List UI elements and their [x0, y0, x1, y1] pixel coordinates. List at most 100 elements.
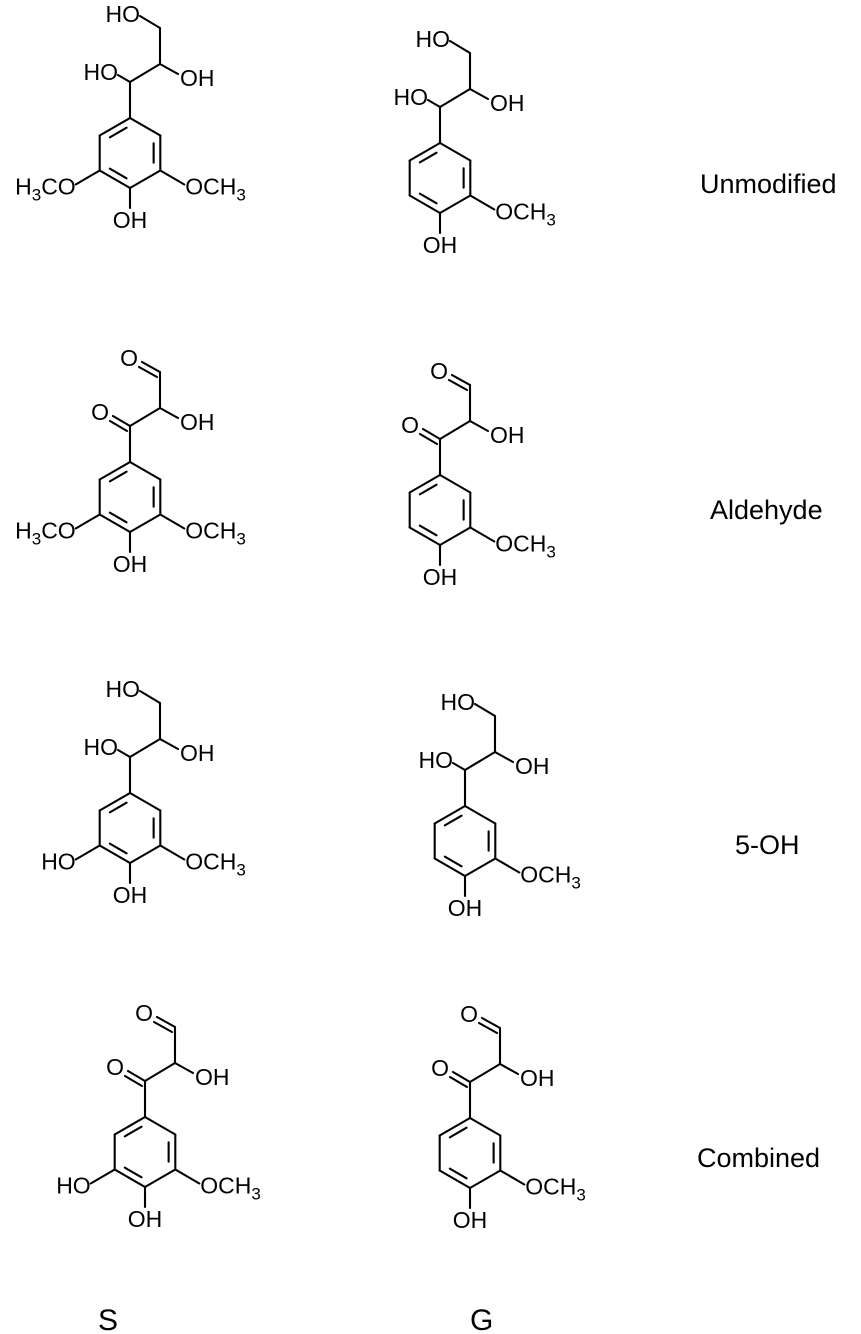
ring-bond — [98, 791, 132, 812]
ring-bond — [143, 1115, 177, 1136]
para-hydroxyl-label: OH — [128, 1206, 163, 1232]
ring-bond — [433, 857, 467, 878]
beta-hydroxyl-label: OH — [195, 1064, 230, 1090]
ring-double-bond — [123, 1166, 143, 1179]
row-label-aldehyde: Aldehyde — [710, 495, 823, 525]
bond-meta-oxygen-left — [74, 169, 101, 186]
bond-beta-oxygen — [493, 750, 515, 764]
para-hydroxyl-label: OH — [113, 207, 148, 233]
methoxy-right-label: OCH3 — [525, 1174, 586, 1205]
ring-bond — [438, 141, 472, 162]
ring-bond — [98, 844, 132, 865]
alpha-hydroxyl-label: HO — [84, 59, 119, 85]
row-label-combined: Combined — [697, 1143, 820, 1173]
gamma-hydroxyl-label: HO — [106, 676, 141, 702]
methoxy-right-label: OCH3 — [185, 849, 246, 880]
column-label-g: G — [470, 1304, 493, 1334]
ring-bond — [408, 141, 442, 162]
methoxy-right-label: OCH3 — [495, 531, 556, 562]
bond-meta-oxygen-left — [74, 844, 101, 861]
gamma-carbonyl-oxygen-label: O — [135, 1000, 153, 1026]
methoxy-right-label: OCH3 — [185, 518, 246, 549]
bond-alpha-beta — [128, 406, 162, 428]
bond-alpha-carbonyl-double — [108, 419, 129, 433]
bond-gamma-carbonyl — [155, 1015, 177, 1029]
ring-double-bond — [108, 126, 128, 139]
bond-meta-oxygen-left — [74, 513, 101, 530]
bond-beta-oxygen — [158, 62, 180, 76]
ring-bond — [128, 844, 162, 865]
ring-bond — [438, 1169, 472, 1190]
bond-meta-oxygen-right — [499, 1169, 526, 1186]
ring-bond — [408, 526, 442, 547]
ring-bond — [408, 194, 442, 215]
ring-bond — [463, 804, 497, 825]
ring-double-bond — [448, 1167, 468, 1180]
ring-double-bond — [443, 855, 463, 868]
bond-beta-oxygen — [158, 406, 180, 420]
ring-bond — [143, 1168, 177, 1189]
bond-gamma-oxygen — [138, 689, 162, 705]
bond-meta-oxygen-right — [159, 844, 186, 861]
ring-bond — [98, 169, 132, 190]
hydroxyl-left-label: HO — [41, 849, 76, 875]
para-hydroxyl-label: OH — [113, 882, 148, 908]
ring-bond — [438, 194, 472, 215]
para-hydroxyl-label: OH — [113, 551, 148, 577]
bond-gamma-carbonyl-double — [447, 378, 469, 392]
bond-alpha-carbonyl — [111, 414, 132, 428]
bond-alpha-oxygen — [116, 748, 132, 759]
gamma-hydroxyl-label: HO — [441, 689, 476, 715]
ring-bond — [433, 804, 467, 825]
methoxy-right-label: OCH3 — [200, 1173, 261, 1204]
ring-bond — [468, 1169, 502, 1190]
alpha-carbonyl-oxygen-label: O — [91, 399, 109, 425]
bond-alpha-oxygen — [116, 73, 132, 84]
bond-alpha-beta — [128, 737, 162, 759]
bond-alpha-carbonyl — [451, 1070, 472, 1084]
gamma-carbonyl-oxygen-label: O — [460, 1001, 478, 1027]
bond-gamma-carbonyl — [480, 1016, 502, 1030]
bond-alpha-beta — [143, 1061, 177, 1083]
ring-bond — [128, 169, 162, 190]
ring-bond — [113, 1168, 147, 1189]
bond-gamma-oxygen — [473, 702, 497, 718]
bond-meta-oxygen-right — [469, 194, 496, 211]
gamma-hydroxyl-label: HO — [106, 1, 141, 27]
ring-bond — [128, 116, 162, 137]
bond-alpha-carbonyl — [126, 1069, 147, 1083]
ring-double-bond — [108, 470, 128, 483]
bond-alpha-carbonyl-double — [448, 1075, 469, 1089]
bond-beta-oxygen — [468, 87, 490, 101]
ring-double-bond — [418, 524, 438, 537]
alpha-hydroxyl-label: HO — [394, 84, 429, 110]
ring-double-bond — [108, 801, 128, 814]
bond-alpha-beta — [128, 62, 162, 84]
ring-bond — [438, 473, 472, 494]
bond-alpha-beta — [463, 750, 497, 772]
methoxy-left-label: H3CO — [15, 518, 76, 549]
ring-double-bond — [448, 1126, 468, 1139]
bond-alpha-oxygen — [451, 761, 467, 772]
ring-bond — [438, 526, 472, 547]
bond-alpha-carbonyl — [421, 427, 442, 441]
bond-alpha-carbonyl-double — [123, 1074, 144, 1088]
bond-gamma-carbonyl — [450, 373, 472, 387]
molecules-layer: OHOCH3H3COOHHOHOOHOCH3OHHOHOOHOCH3H3COOH… — [15, 1, 586, 1233]
alpha-carbonyl-oxygen-label: O — [401, 412, 419, 438]
ring-bond — [128, 791, 162, 812]
bond-meta-oxygen-right — [159, 513, 186, 530]
bond-alpha-beta — [438, 87, 472, 109]
beta-hydroxyl-label: OH — [180, 740, 215, 766]
ring-double-bond — [418, 192, 438, 205]
alpha-carbonyl-oxygen-label: O — [431, 1055, 449, 1081]
beta-hydroxyl-label: OH — [520, 1065, 555, 1091]
